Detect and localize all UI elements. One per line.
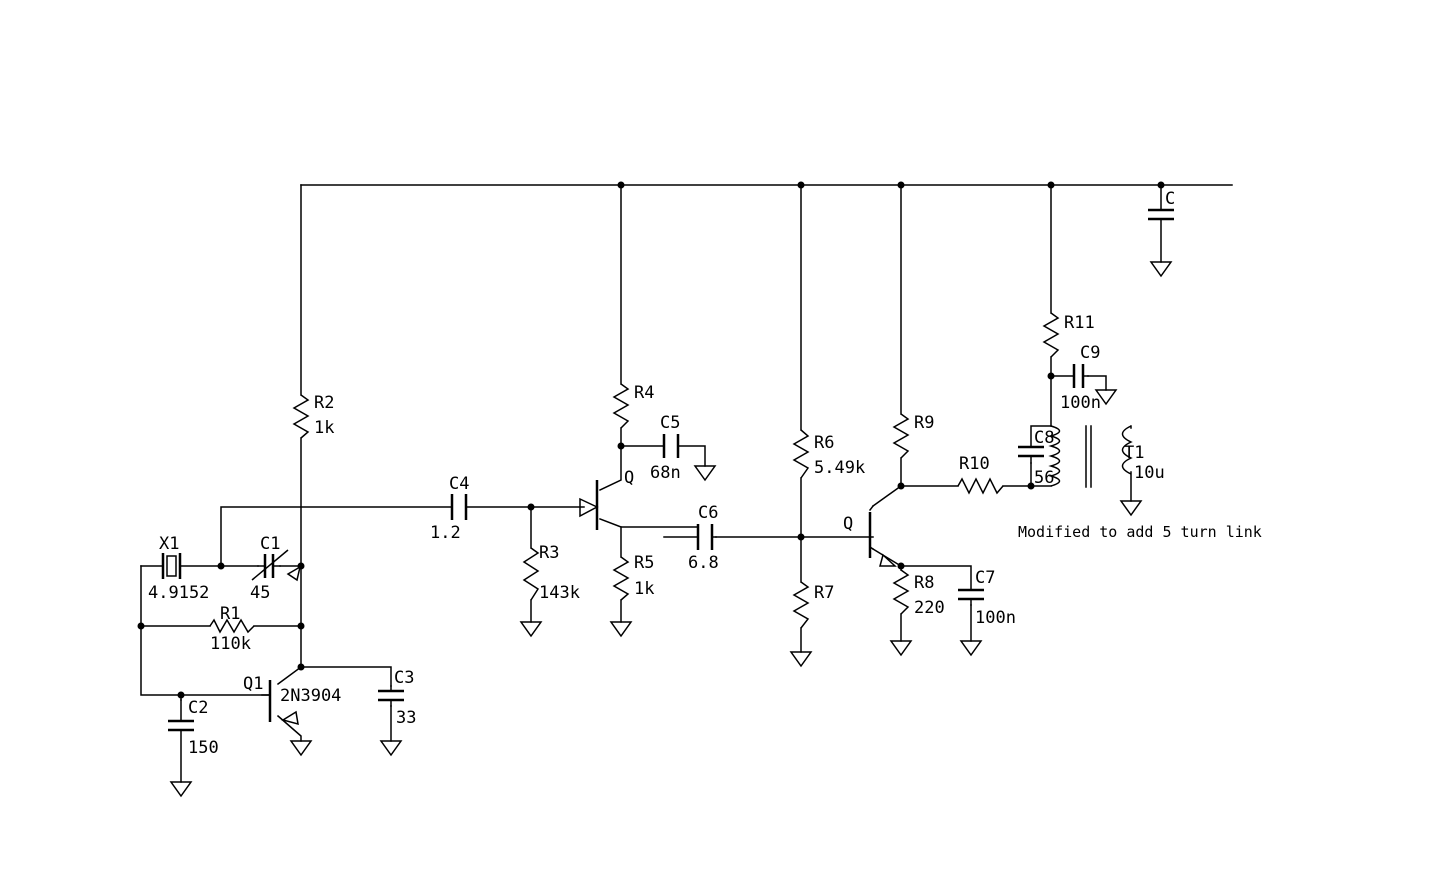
crystal-x1-symbol	[161, 553, 182, 579]
c3-ref-label: C3	[394, 668, 414, 688]
r9-ref-label: R9	[914, 413, 934, 433]
r2-value-label: 1k	[314, 418, 334, 438]
t1-value-label: 10u	[1134, 463, 1165, 483]
resistor-r7-symbol	[792, 581, 810, 629]
r6-value-label: 5.49k	[814, 458, 865, 478]
capacitor-c2-symbol	[168, 699, 194, 732]
capacitor-c6-symbol	[696, 524, 717, 550]
transistor-q1-symbol	[261, 680, 299, 726]
resistor-r6-symbol	[792, 429, 810, 479]
q1-value-label: 2N3904	[280, 686, 341, 706]
c6-value-label: 6.8	[688, 553, 719, 573]
capacitor-c-symbol	[1148, 208, 1174, 221]
transformer-t1-symbol	[1048, 425, 1133, 488]
c8-value-label: 56	[1034, 468, 1054, 488]
r5-ref-label: R5	[634, 553, 654, 573]
transistor-q3-symbol	[868, 504, 897, 567]
r4-ref-label: R4	[634, 383, 654, 403]
resistor-r11-symbol	[1042, 312, 1060, 358]
resistor-r1-symbol	[209, 618, 255, 634]
capacitor-c8-symbol	[1018, 445, 1044, 464]
resistor-r9-symbol	[892, 413, 910, 459]
resistor-r10-symbol	[957, 477, 1004, 495]
r1-value-label: 110k	[210, 634, 251, 654]
c2-ref-label: C2	[188, 698, 208, 718]
c-ref-label: C	[1165, 189, 1175, 209]
q2-ref-label: Q	[624, 468, 634, 488]
r8-ref-label: R8	[914, 573, 934, 593]
capacitor-c5-symbol	[662, 434, 680, 458]
c8-ref-label: C8	[1034, 428, 1054, 448]
ground-symbols	[169, 261, 1173, 798]
capacitor-c9-symbol	[1072, 364, 1089, 388]
x1-ref-label: X1	[159, 534, 179, 554]
r3-value-label: 143k	[539, 583, 580, 603]
r6-ref-label: R6	[814, 433, 834, 453]
trimmer-capacitor-c1-symbol	[251, 549, 302, 582]
c2-value-label: 150	[188, 738, 219, 758]
junctions	[137, 181, 1165, 699]
resistor-r8-symbol	[892, 569, 910, 615]
r8-value-label: 220	[914, 598, 945, 618]
c7-value-label: 100n	[975, 608, 1016, 628]
r3-ref-label: R3	[539, 543, 559, 563]
c7-ref-label: C7	[975, 568, 995, 588]
c9-ref-label: C9	[1080, 343, 1100, 363]
t1-ref-label: T1	[1124, 443, 1144, 463]
r5-value-label: 1k	[634, 579, 654, 599]
modification-note: Modified to add 5 turn link	[1018, 523, 1262, 541]
r10-ref-label: R10	[959, 454, 990, 474]
r11-ref-label: R11	[1064, 313, 1095, 333]
c3-value-label: 33	[396, 708, 416, 728]
transistor-q2-symbol	[579, 480, 599, 530]
c5-value-label: 68n	[650, 463, 681, 483]
resistor-r5-symbol	[612, 556, 630, 601]
c1-value-label: 45	[250, 583, 270, 603]
capacitor-c4-symbol	[450, 494, 468, 520]
capacitor-c3-symbol	[378, 685, 404, 707]
q1-ref-label: Q1	[243, 674, 263, 694]
c6-ref-label: C6	[698, 503, 718, 523]
resistor-r2-symbol	[292, 394, 310, 439]
resistor-r4-symbol	[612, 383, 630, 429]
resistor-r3-symbol	[522, 547, 540, 601]
c4-ref-label: C4	[449, 474, 469, 494]
c9-value-label: 100n	[1060, 393, 1101, 413]
q3-ref-label: Q	[843, 514, 853, 534]
x1-value-label: 4.9152	[148, 583, 209, 603]
capacitor-c7-symbol	[958, 588, 984, 606]
component-labels: X1 4.9152 C1 45 R1 110k R2 1k C2 150 Q1 …	[148, 189, 1262, 758]
r2-ref-label: R2	[314, 393, 334, 413]
c1-ref-label: C1	[260, 534, 280, 554]
r7-ref-label: R7	[814, 583, 834, 603]
r1-ref-label: R1	[220, 604, 240, 624]
c5-ref-label: C5	[660, 413, 680, 433]
c4-value-label: 1.2	[430, 523, 461, 543]
